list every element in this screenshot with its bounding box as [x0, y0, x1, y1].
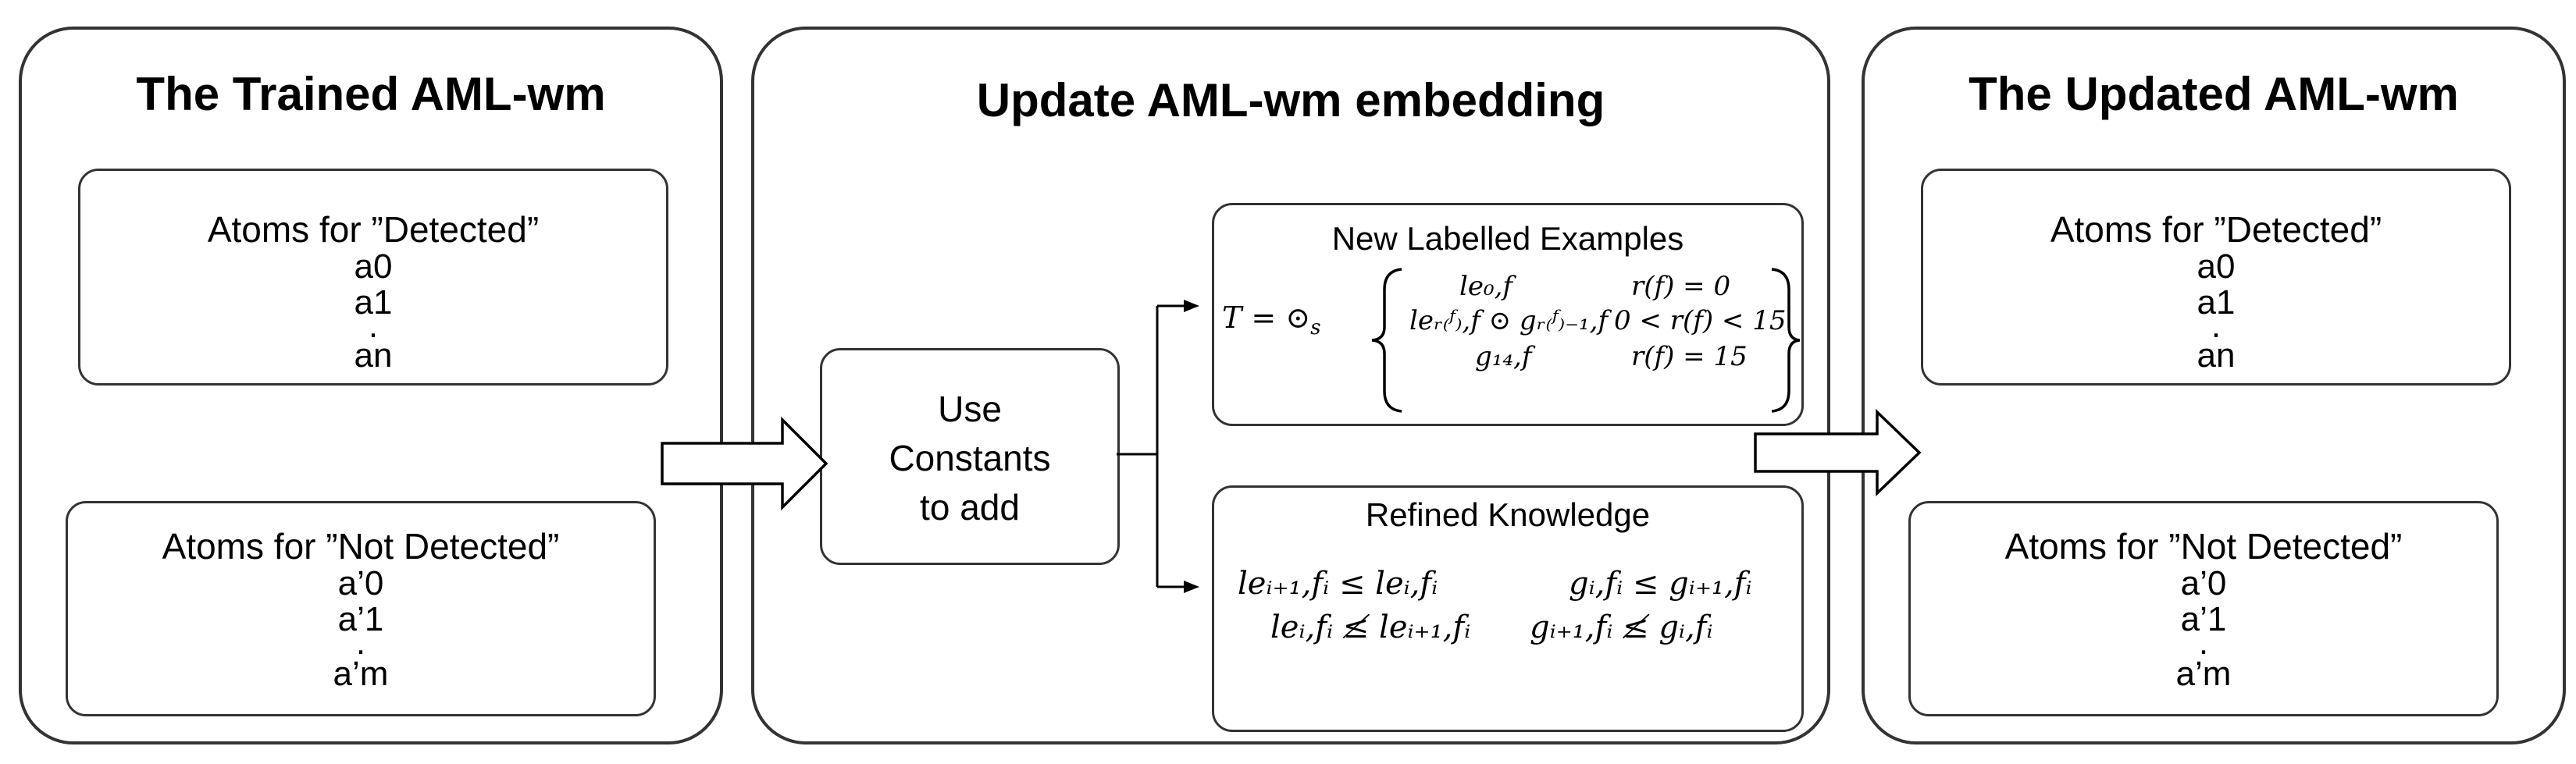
- not-detected-atoms-title: Atoms for ”Not Detected”: [2004, 526, 2403, 567]
- detected-atoms-title: Atoms for ”Detected”: [2050, 209, 2382, 250]
- knowledge-rule: gᵢ,fᵢ ≤ gᵢ₊₁,fᵢ: [1569, 566, 1752, 602]
- arrowhead-icon: [1184, 300, 1199, 312]
- trained-aml-wm-panel: The Trained AML-wm Atoms for ”Detected” …: [19, 27, 723, 744]
- not-detected-atoms-box: Atoms for ”Not Detected” a’0 a’1 . a’m: [1908, 501, 2499, 716]
- use-constants-line: Constants: [889, 438, 1051, 478]
- refined-knowledge-title: Refined Knowledge: [1365, 496, 1651, 533]
- case-condition: r(f) = 0: [1631, 271, 1731, 302]
- case-expression: leᵣ₍ᶠ₎,f ⊙ gᵣ₍ᶠ₎₋₁,f: [1409, 305, 1609, 336]
- atom-item: a’m: [2175, 655, 2232, 693]
- use-constants-box: Use Constants to add: [820, 348, 1120, 565]
- not-detected-atoms-title: Atoms for ”Not Detected”: [162, 526, 560, 567]
- hollow-arrow-icon: [661, 416, 828, 511]
- case-condition: 0 < r(f) < 15: [1614, 305, 1787, 336]
- detected-atoms-box: Atoms for ”Detected” a0 a1 . an: [78, 169, 668, 386]
- left-brace-icon: [1371, 268, 1402, 413]
- atom-item: a1: [2197, 283, 2236, 322]
- detected-atoms-title: Atoms for ”Detected”: [207, 209, 540, 250]
- case-expression: le₀,f: [1459, 271, 1513, 302]
- atom-item: a’1: [2180, 600, 2227, 638]
- not-detected-atoms-box: Atoms for ”Not Detected” a’0 a’1 . a’m: [66, 501, 656, 716]
- atom-ellipsis: .: [355, 624, 366, 662]
- knowledge-rule: leᵢ₊₁,fᵢ ≤ leᵢ,fᵢ: [1238, 566, 1438, 602]
- knowledge-rule: gᵢ₊₁,fᵢ ≰ gᵢ,fᵢ: [1530, 609, 1713, 645]
- new-labelled-examples-box: New Labelled Examples T = ⊙s le₀,f leᵣ₍ᶠ…: [1212, 203, 1804, 426]
- new-labelled-examples-title: New Labelled Examples: [1331, 220, 1684, 257]
- formula-lhs: T = ⊙s: [1222, 300, 1321, 339]
- detected-atoms-box: Atoms for ”Detected” a0 a1 . an: [1921, 169, 2511, 386]
- atom-ellipsis: .: [2211, 307, 2221, 345]
- hollow-arrow-icon: [1754, 408, 1922, 497]
- update-embedding-panel: Update AML-wm embedding Use Constants to…: [751, 27, 1830, 744]
- trained-aml-wm-title: The Trained AML-wm: [136, 68, 606, 120]
- atom-item: a’0: [337, 564, 384, 602]
- atom-item: a1: [354, 283, 393, 322]
- right-brace-icon: [1771, 268, 1801, 413]
- atom-ellipsis: .: [2198, 624, 2209, 662]
- use-constants-line: to add: [920, 487, 1020, 528]
- atom-item: a’m: [333, 655, 389, 693]
- atom-item: an: [354, 336, 393, 375]
- update-embedding-title: Update AML-wm embedding: [976, 74, 1605, 126]
- atom-ellipsis: .: [368, 307, 379, 345]
- case-expression: g₁₄,f: [1475, 341, 1532, 372]
- updated-aml-wm-panel: The Updated AML-wm Atoms for ”Detected” …: [1862, 27, 2566, 744]
- atom-item: a0: [2197, 247, 2236, 286]
- refined-knowledge-box: Refined Knowledge leᵢ₊₁,fᵢ ≤ leᵢ,fᵢ gᵢ,f…: [1212, 485, 1804, 732]
- arrowhead-icon: [1184, 581, 1199, 593]
- atom-item: a’1: [337, 600, 384, 638]
- case-condition: r(f) = 15: [1631, 341, 1748, 372]
- atom-item: an: [2197, 336, 2236, 375]
- updated-aml-wm-title: The Updated AML-wm: [1969, 68, 2459, 120]
- knowledge-rule: leᵢ,fᵢ ≰ leᵢ₊₁,fᵢ: [1270, 609, 1471, 645]
- atom-item: a’0: [2180, 564, 2227, 602]
- use-constants-line: Use: [938, 389, 1002, 429]
- branch-connector: [1117, 304, 1185, 588]
- atom-item: a0: [354, 247, 393, 286]
